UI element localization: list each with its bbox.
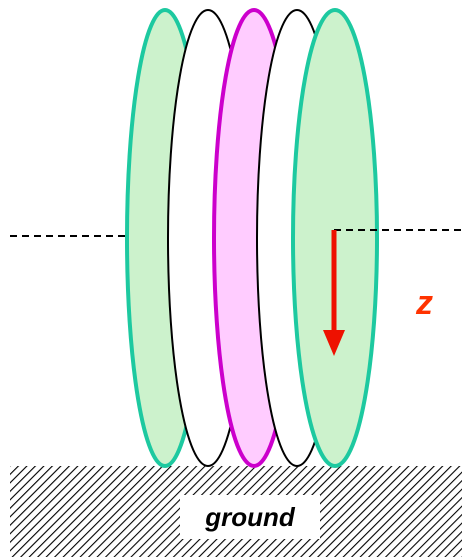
- z-axis-label: z: [416, 284, 433, 322]
- z-arrow-head: [323, 330, 345, 356]
- ground-label: ground: [180, 495, 320, 539]
